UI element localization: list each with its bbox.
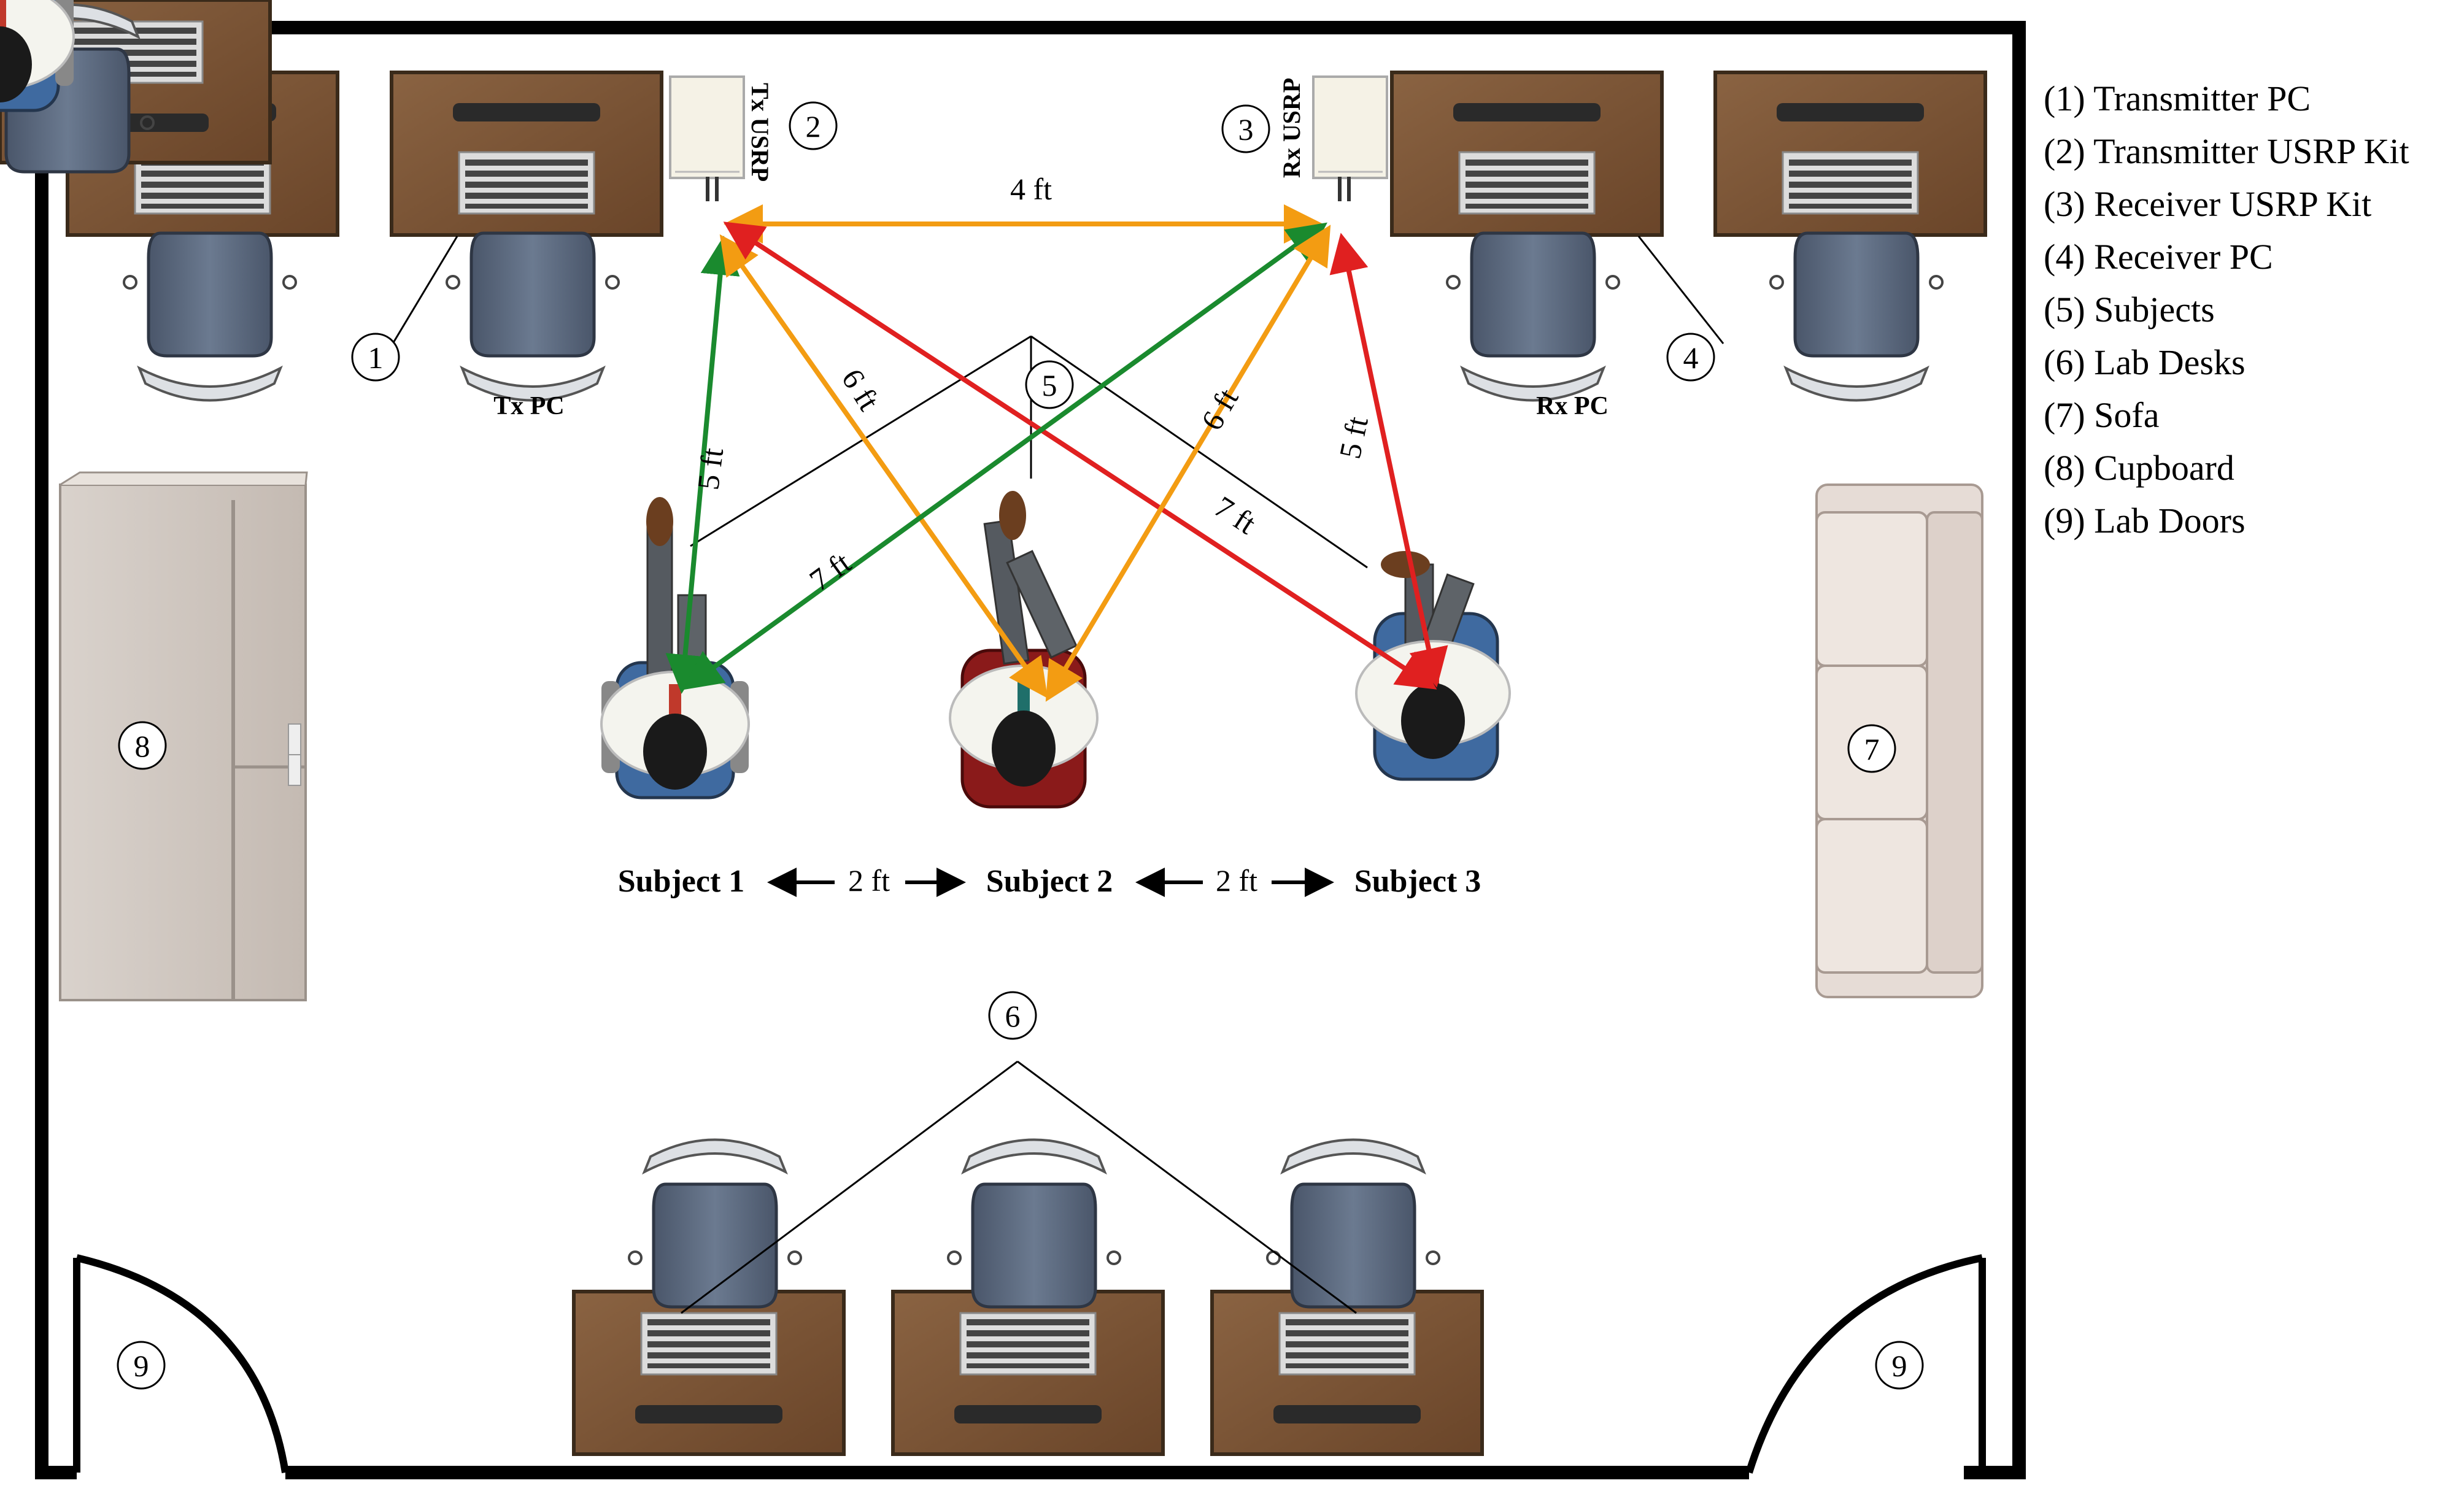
legend-item-2: (2) Transmitter USRP Kit <box>2044 131 2409 171</box>
callout-9-left <box>117 1341 166 1390</box>
callout-7-number: 7 <box>1864 732 1880 766</box>
callout-4 <box>1666 333 1715 382</box>
legend-item-6: (6) Lab Desks <box>2044 342 2246 382</box>
subject-3-label: Subject 3 <box>1354 864 1481 899</box>
rx-usrp-label: Rx USRP <box>1278 78 1305 178</box>
rx-usrp-device <box>1312 75 1388 201</box>
sofa <box>1815 483 1983 998</box>
callout-1-number: 1 <box>368 341 384 375</box>
room-walls <box>35 21 2026 1479</box>
distance-label-rx-s3: 5 ft <box>1332 414 1375 461</box>
callout-4-number: 4 <box>1683 341 1699 375</box>
callout-9-right <box>1875 1341 1924 1390</box>
tx-pc-label: Tx PC <box>493 392 565 420</box>
distance-label-tx-s3: 7 ft <box>1208 489 1262 541</box>
callout-7 <box>1847 724 1896 773</box>
distance-label-rx-s2: 6 ft <box>1194 382 1245 436</box>
callout-8-number: 8 <box>135 729 150 763</box>
lab-door-left <box>73 1254 289 1473</box>
callout-5 <box>1025 360 1074 409</box>
tx-usrp-device <box>669 75 745 201</box>
callout-5-number: 5 <box>1042 368 1057 403</box>
distance-label-tx-rx: 4 ft <box>1010 172 1052 206</box>
callout-6-number: 6 <box>1005 999 1021 1033</box>
subject-1-figure <box>601 497 749 798</box>
callout-2-number: 2 <box>806 109 821 144</box>
callout-8 <box>118 721 167 770</box>
lab-door-right <box>1745 1254 1986 1474</box>
gap-label-2: 2 ft <box>1216 863 1257 898</box>
gap-label-1: 2 ft <box>848 863 890 898</box>
arrow-rx-s2 <box>1045 225 1331 702</box>
legend-item-5: (5) Subjects <box>2044 290 2215 329</box>
top-desks <box>0 0 1985 235</box>
callout-2 <box>789 101 838 150</box>
cupboard <box>59 471 308 1001</box>
callout-3-number: 3 <box>1238 112 1254 147</box>
callout-9-right-number: 9 <box>1892 1349 1907 1383</box>
distance-arrows <box>665 204 1448 702</box>
legend-item-3: (3) Receiver USRP Kit <box>2044 184 2371 224</box>
legend-item-4: (4) Receiver PC <box>2044 237 2273 277</box>
legend-item-1: (1) Transmitter PC <box>2044 79 2311 118</box>
callout-6 <box>988 991 1037 1040</box>
distance-label-tx-s1: 5 ft <box>690 446 730 491</box>
rx-pc-label: Rx PC <box>1536 392 1609 420</box>
subject-1-label: Subject 1 <box>618 864 745 899</box>
callout-3 <box>1221 104 1270 153</box>
legend-item-8: (8) Cupboard <box>2044 448 2234 488</box>
legend-item-7: (7) Sofa <box>2044 395 2159 435</box>
legend-item-9: (9) Lab Doors <box>2044 501 2246 541</box>
subject-2-label: Subject 2 <box>986 864 1113 899</box>
callout-numbers: 1 2 3 4 5 6 7 8 9 9 <box>134 109 1907 1383</box>
callout-1 <box>351 333 400 382</box>
legend: (1) Transmitter PC (2) Transmitter USRP … <box>2044 79 2409 541</box>
tx-usrp-label: Tx USRP <box>746 83 774 182</box>
arrow-rx-s3 <box>1329 233 1448 688</box>
callouts <box>117 101 1924 1390</box>
distance-label-rx-s1: 7 ft <box>803 545 857 598</box>
callout-9-left-number: 9 <box>134 1349 149 1383</box>
subject-labels: Subject 1 Subject 2 Subject 3 2 ft 2 ft <box>618 863 1481 899</box>
